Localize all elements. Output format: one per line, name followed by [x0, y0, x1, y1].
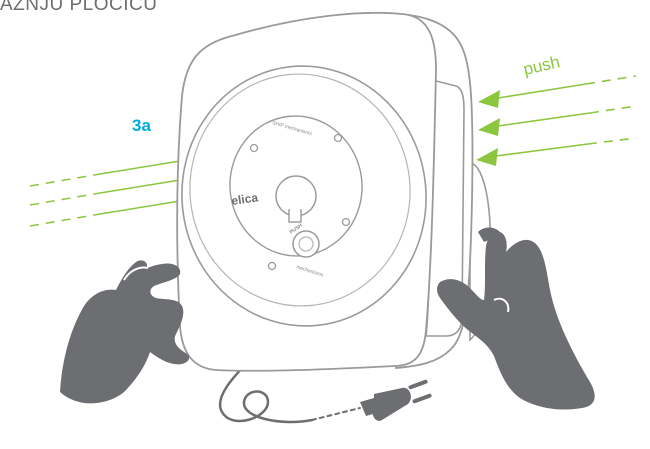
- guide-lines-left: [30, 161, 180, 226]
- push-arrows: [496, 76, 636, 156]
- arrow-icon: [476, 90, 500, 166]
- power-plug-icon: [360, 379, 432, 421]
- hand-icon: [60, 260, 189, 403]
- device-front: [169, 13, 439, 371]
